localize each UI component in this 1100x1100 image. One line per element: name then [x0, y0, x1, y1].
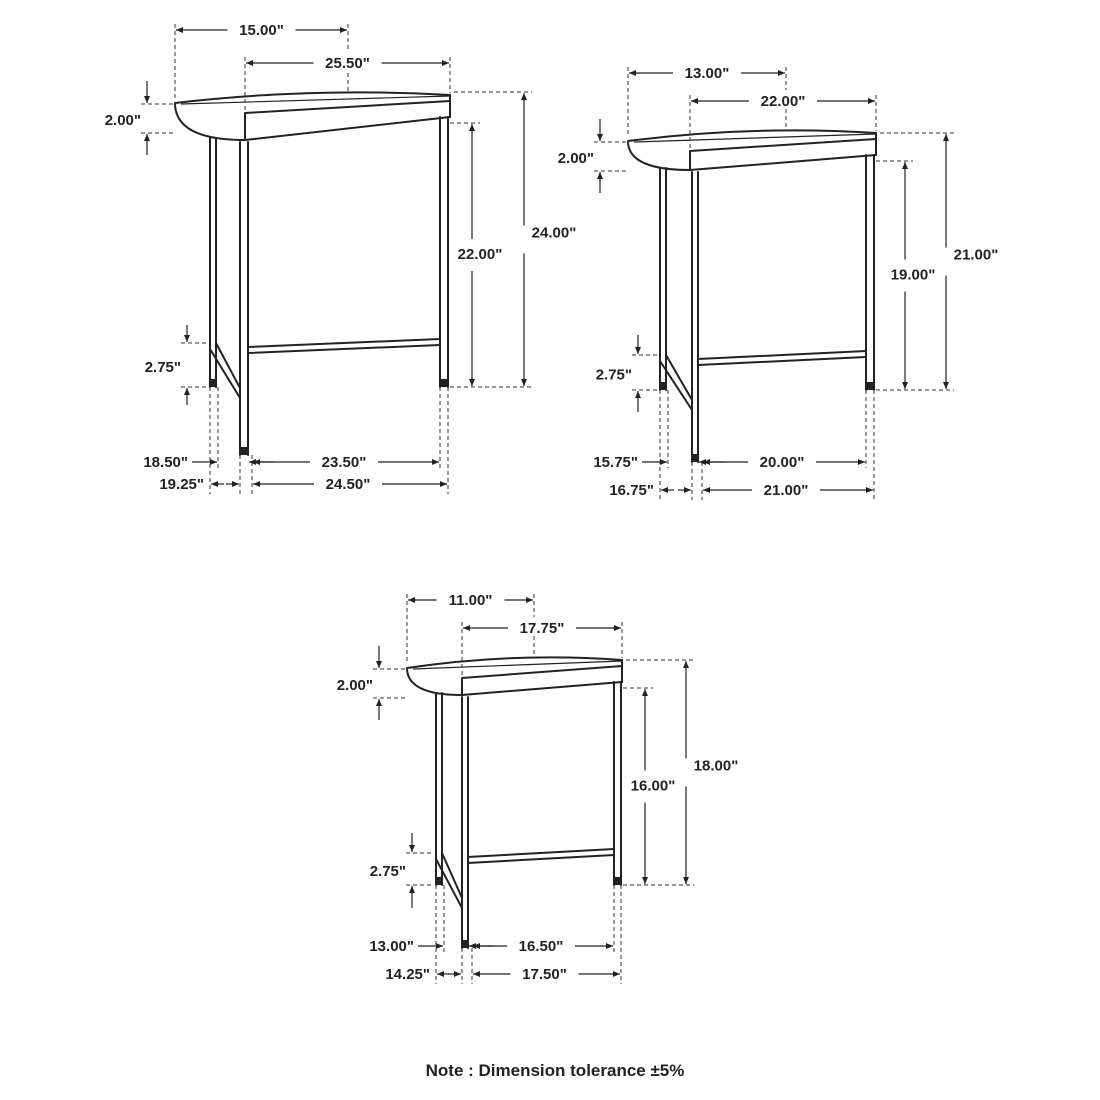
table-elevation-large: 15.00" 25.50" 2.00" 24.00" 22.00" 2.75" 18.50"… — [105, 19, 577, 494]
foot-cap-right — [866, 382, 874, 390]
tabletop — [174, 91, 451, 141]
stretcher-side-lower — [659, 360, 693, 411]
dim-base-depth-inner: 18.50" — [143, 454, 188, 471]
foot-cap-front — [240, 447, 248, 455]
label-bg — [314, 473, 382, 491]
dim-top-depth: 25.50" — [325, 55, 370, 72]
foot-cap-left — [210, 379, 216, 387]
dim-top-width: 13.00" — [685, 65, 730, 82]
dim-leg-height: 19.00" — [891, 267, 936, 284]
stretcher-back — [467, 848, 615, 858]
dim-base-width-outer: 21.00" — [764, 482, 809, 499]
dim-top-width: 15.00" — [239, 22, 284, 39]
tabletop — [627, 129, 877, 171]
tabletop — [406, 656, 623, 696]
dim-base-width-outer: 17.50" — [522, 966, 567, 983]
stretcher-side — [441, 852, 463, 899]
dim-base-width-inner: 23.50" — [322, 454, 367, 471]
stretcher-back — [697, 350, 867, 360]
foot-cap-right — [614, 877, 621, 885]
label-bg — [748, 451, 816, 469]
dim-stretcher-height: 2.75" — [596, 367, 632, 384]
dim-top-thickness: 2.00" — [558, 150, 594, 167]
table-elevation-small: 11.00" 17.75" 2.00" 18.00" 16.00" 2.75" 13.00"… — [337, 589, 739, 984]
dim-base-width-inner: 20.00" — [760, 454, 805, 471]
stretcher-back-lower — [697, 356, 867, 366]
stretcher-back — [247, 338, 441, 348]
dim-stretcher-height: 2.75" — [145, 359, 181, 376]
tray-rim — [633, 133, 877, 143]
dim-base-width-inner: 16.50" — [519, 938, 564, 955]
foot-cap-left — [660, 382, 666, 390]
dim-overall-height: 24.00" — [532, 225, 577, 242]
dim-top-thickness: 2.00" — [105, 112, 141, 129]
label-bg — [510, 963, 579, 981]
stretcher-side — [215, 342, 241, 389]
stretcher-side — [665, 354, 693, 401]
stretcher-back-lower — [247, 344, 441, 354]
label-bg — [673, 62, 741, 80]
label-bg — [313, 52, 382, 70]
stretcher-side-lower — [209, 348, 241, 399]
tolerance-note: Note : Dimension tolerance ±5% — [426, 1061, 685, 1080]
dim-top-depth: 22.00" — [761, 93, 806, 110]
foot-cap-right — [440, 379, 448, 387]
apron-bottom — [244, 116, 451, 141]
stretcher-side-lower — [435, 858, 463, 909]
label-bg — [436, 589, 505, 607]
dim-stretcher-height: 2.75" — [370, 863, 406, 880]
tray-rim — [412, 660, 623, 670]
dim-top-depth: 17.75" — [520, 620, 565, 637]
foot-cap-front — [462, 940, 468, 948]
apron-bottom — [461, 681, 623, 696]
label-bg — [227, 19, 296, 37]
dim-base-depth-outer: 19.25" — [159, 476, 204, 493]
dim-top-thickness: 2.00" — [337, 677, 373, 694]
label-bg — [507, 935, 575, 953]
label-bg — [508, 617, 576, 635]
dim-overall-height: 18.00" — [694, 758, 739, 775]
foot-cap-left — [436, 877, 442, 885]
dim-base-depth-outer: 14.25" — [385, 966, 430, 983]
dim-base-depth-inner: 15.75" — [593, 454, 638, 471]
dim-leg-height: 16.00" — [631, 778, 676, 795]
apron-bottom — [689, 154, 877, 171]
tray-rim — [180, 95, 451, 105]
stretcher-back-lower — [467, 854, 615, 864]
foot-cap-front — [692, 454, 698, 462]
dim-base-width-outer: 24.50" — [326, 476, 371, 493]
dim-leg-height: 22.00" — [458, 246, 503, 263]
dim-base-depth-outer: 16.75" — [609, 482, 654, 499]
table-elevation-medium: 13.00" 22.00" 2.00" 21.00" 19.00" 2.75" 15.75"… — [558, 62, 999, 500]
dim-base-depth-inner: 13.00" — [369, 938, 414, 955]
label-bg — [310, 451, 378, 469]
dim-overall-height: 21.00" — [954, 247, 999, 264]
dim-top-width: 11.00" — [449, 592, 493, 609]
label-bg — [752, 479, 820, 497]
label-bg — [749, 90, 817, 108]
